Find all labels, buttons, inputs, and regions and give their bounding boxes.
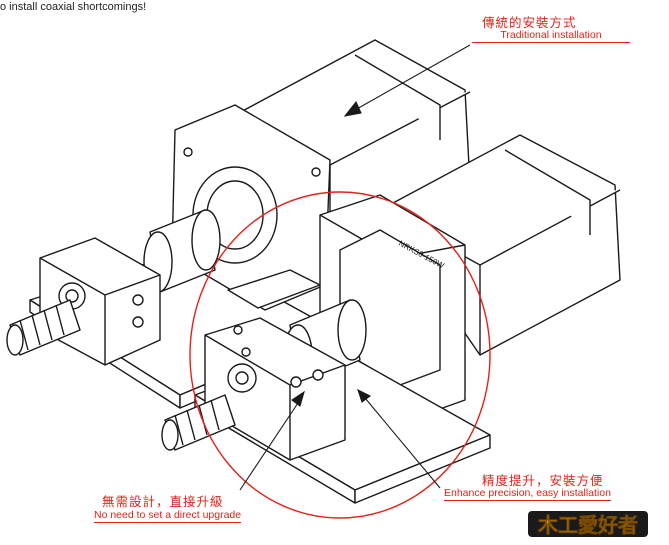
callout-upgrade-en: No need to set a direct upgrade [94,509,242,523]
brand-logo: 木工愛好者 [528,511,648,537]
ball-screw-upgraded [161,394,236,451]
callout-traditional-en: Traditional installation [472,29,630,43]
top-note: o install coaxial shortcomings! [0,1,147,13]
highlight-circle [189,191,491,519]
leader-traditional [354,44,471,111]
callout-precision-en: Enhance precision, easy installation [444,487,611,501]
callout-traditional-cn: 傳統的安裝方式 [482,15,577,30]
callout-upgrade-cn: 無需設計，直接升級 [102,494,224,509]
callout-precision-cn: 精度提升，安裝方便 [482,473,604,488]
leader-upgrade [239,399,301,491]
mounting-plate [227,269,321,309]
ball-screw-traditional [6,299,81,356]
leader-precision [364,397,441,489]
logo-text: 木工愛好者 [537,513,638,537]
